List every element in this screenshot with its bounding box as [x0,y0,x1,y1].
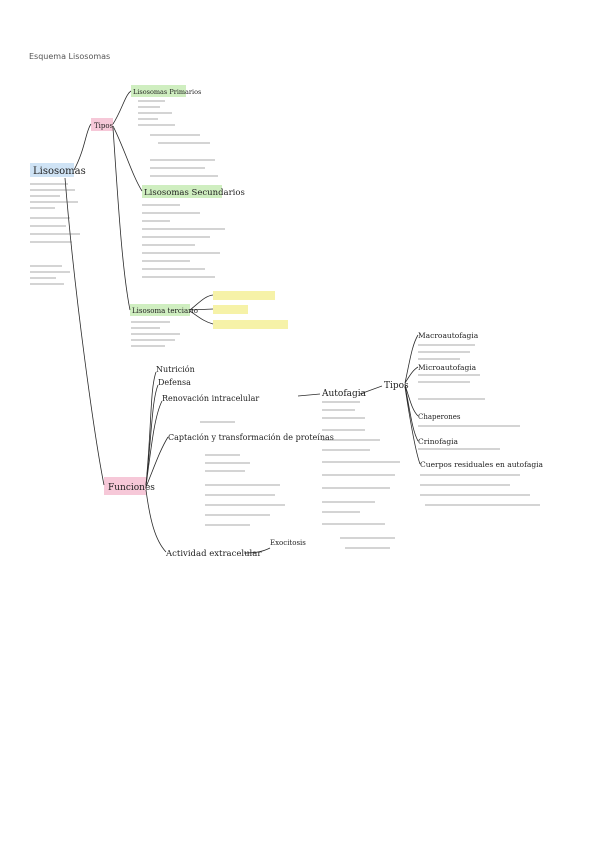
node-exocitosis: Exocitosis [270,539,306,547]
node-cuerpos: Cuerpos residuales en autofagia [420,460,544,469]
line-fun-ren [145,400,163,487]
hl-y3 [213,320,288,329]
node-tipos2: Tipos [384,381,409,391]
hl-terciario [130,304,190,316]
line-fun-cap [145,436,169,488]
node-terciario: Lisosoma terciario [132,307,198,315]
node-nutricion: Nutrición [156,365,195,374]
node-macro: Macroautofagia [418,331,479,340]
node-secundarios: Lisosomas Secundarios [144,188,245,198]
node-funciones: Funciones [108,483,155,493]
line-tipos-ter [112,127,131,311]
hl-primarios [131,85,186,97]
hl-funciones [104,477,146,495]
line-act-exo [243,547,271,554]
hl-tipos [91,118,113,131]
node-crinofagia: Crinofagia [418,437,459,446]
node-captacion: Captación y transformación de proteínas [168,433,334,442]
page-title: Esquema Lisosomas [29,52,111,61]
node-defensa: Defensa [158,378,191,387]
line-auto-tipos [359,385,383,395]
line-lis-funciones [64,177,105,486]
line-tipos-subs [404,334,421,465]
node-micro: Microautofagia [418,363,477,372]
line-ren-auto [297,393,321,397]
node-tipos: Tipos [94,122,114,130]
placeholder-strokes [30,100,540,549]
hl-y2 [213,305,248,314]
node-primarios: Lisosomas Primarios [133,88,201,96]
node-lisosomas: Lisosomas [33,166,86,177]
node-chaperones: Chaperones [418,413,461,421]
node-actividad: Actividad extracelular [165,549,262,559]
node-renovacion: Renovación intracelular [162,394,259,403]
line-fun-def [145,384,159,486]
node-autofagia: Autofagia [321,389,367,399]
line-lis-tipos [73,123,92,171]
line-tipos-sec [112,125,143,192]
hl-secundarios [142,185,222,198]
line-ter-y [189,294,214,325]
hl-y1 [213,291,275,300]
line-fun-act [145,489,167,553]
hl-lisosomas [30,163,74,177]
line-tipos-prim [112,90,132,125]
